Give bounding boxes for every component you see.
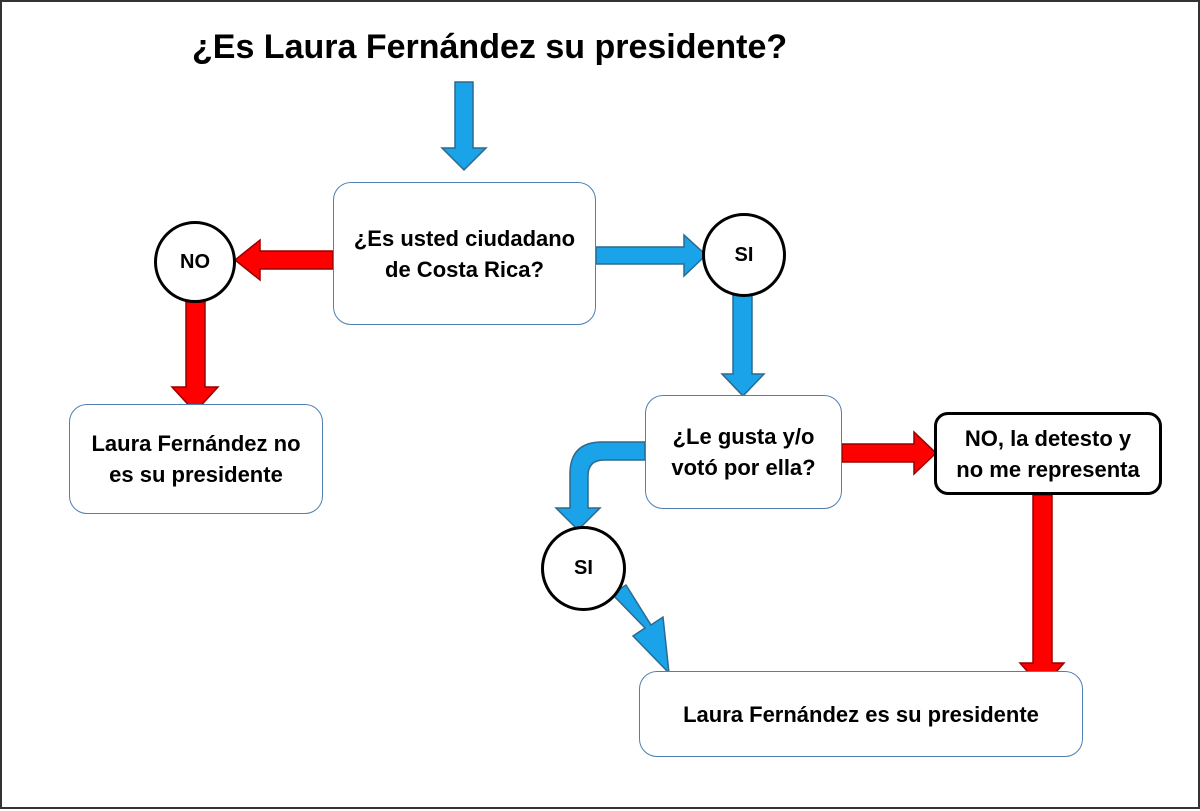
si-like-label: SI xyxy=(574,557,593,579)
like-question-box: ¿Le gusta y/o votó por ella? xyxy=(645,395,842,509)
si-citizen-label: SI xyxy=(734,243,754,266)
is-president-box: Laura Fernández es su presidente xyxy=(639,671,1083,757)
arrow-no-detest-to-is-president xyxy=(1018,494,1066,690)
not-president-text: Laura Fernández no es su presidente xyxy=(91,428,300,490)
no-citizen-circle: NO xyxy=(154,221,236,303)
not-president-line-1: Laura Fernández no xyxy=(91,431,301,456)
not-president-line-2: es su presidente xyxy=(109,462,283,487)
like-question-line-2: votó por ella? xyxy=(671,455,816,480)
arrow-title-to-citizen-question xyxy=(440,81,488,172)
si-citizen-circle: SI xyxy=(702,213,786,297)
arrow-si-to-like-question xyxy=(720,294,766,398)
citizen-question-line-1: ¿Es usted ciudadano xyxy=(353,225,576,251)
no-detest-line-1: NO, la detesto y xyxy=(964,425,1132,451)
no-detest-box: NO, la detesto y no me representa xyxy=(934,412,1162,495)
arrow-citizen-to-si xyxy=(595,233,708,278)
citizen-question-text: ¿Es usted ciudadano de Costa Rica? xyxy=(354,223,575,285)
is-president-label: Laura Fernández es su presidente xyxy=(683,701,1039,727)
si-like-circle: SI xyxy=(541,526,626,611)
arrow-citizen-to-no xyxy=(233,238,334,282)
citizen-question-line-2: de Costa Rica? xyxy=(385,256,544,282)
arrow-si-to-is-president xyxy=(610,583,670,676)
like-question-line-1: ¿Le gusta y/o xyxy=(672,424,815,449)
diagram-title: ¿Es Laura Fernández su presidente? xyxy=(192,28,788,66)
no-citizen-label: NO xyxy=(180,250,210,273)
arrow-no-to-not-president xyxy=(170,301,220,414)
like-question-text: ¿Le gusta y/o votó por ella? xyxy=(671,421,815,483)
no-detest-text: NO, la detesto y no me representa xyxy=(956,423,1139,485)
arrow-like-to-no-detest xyxy=(841,430,938,476)
arrow-like-to-si xyxy=(554,441,646,532)
not-president-box: Laura Fernández no es su presidente xyxy=(69,404,323,514)
citizen-question-box: ¿Es usted ciudadano de Costa Rica? xyxy=(333,182,596,325)
no-detest-line-2: no me representa xyxy=(956,456,1140,482)
